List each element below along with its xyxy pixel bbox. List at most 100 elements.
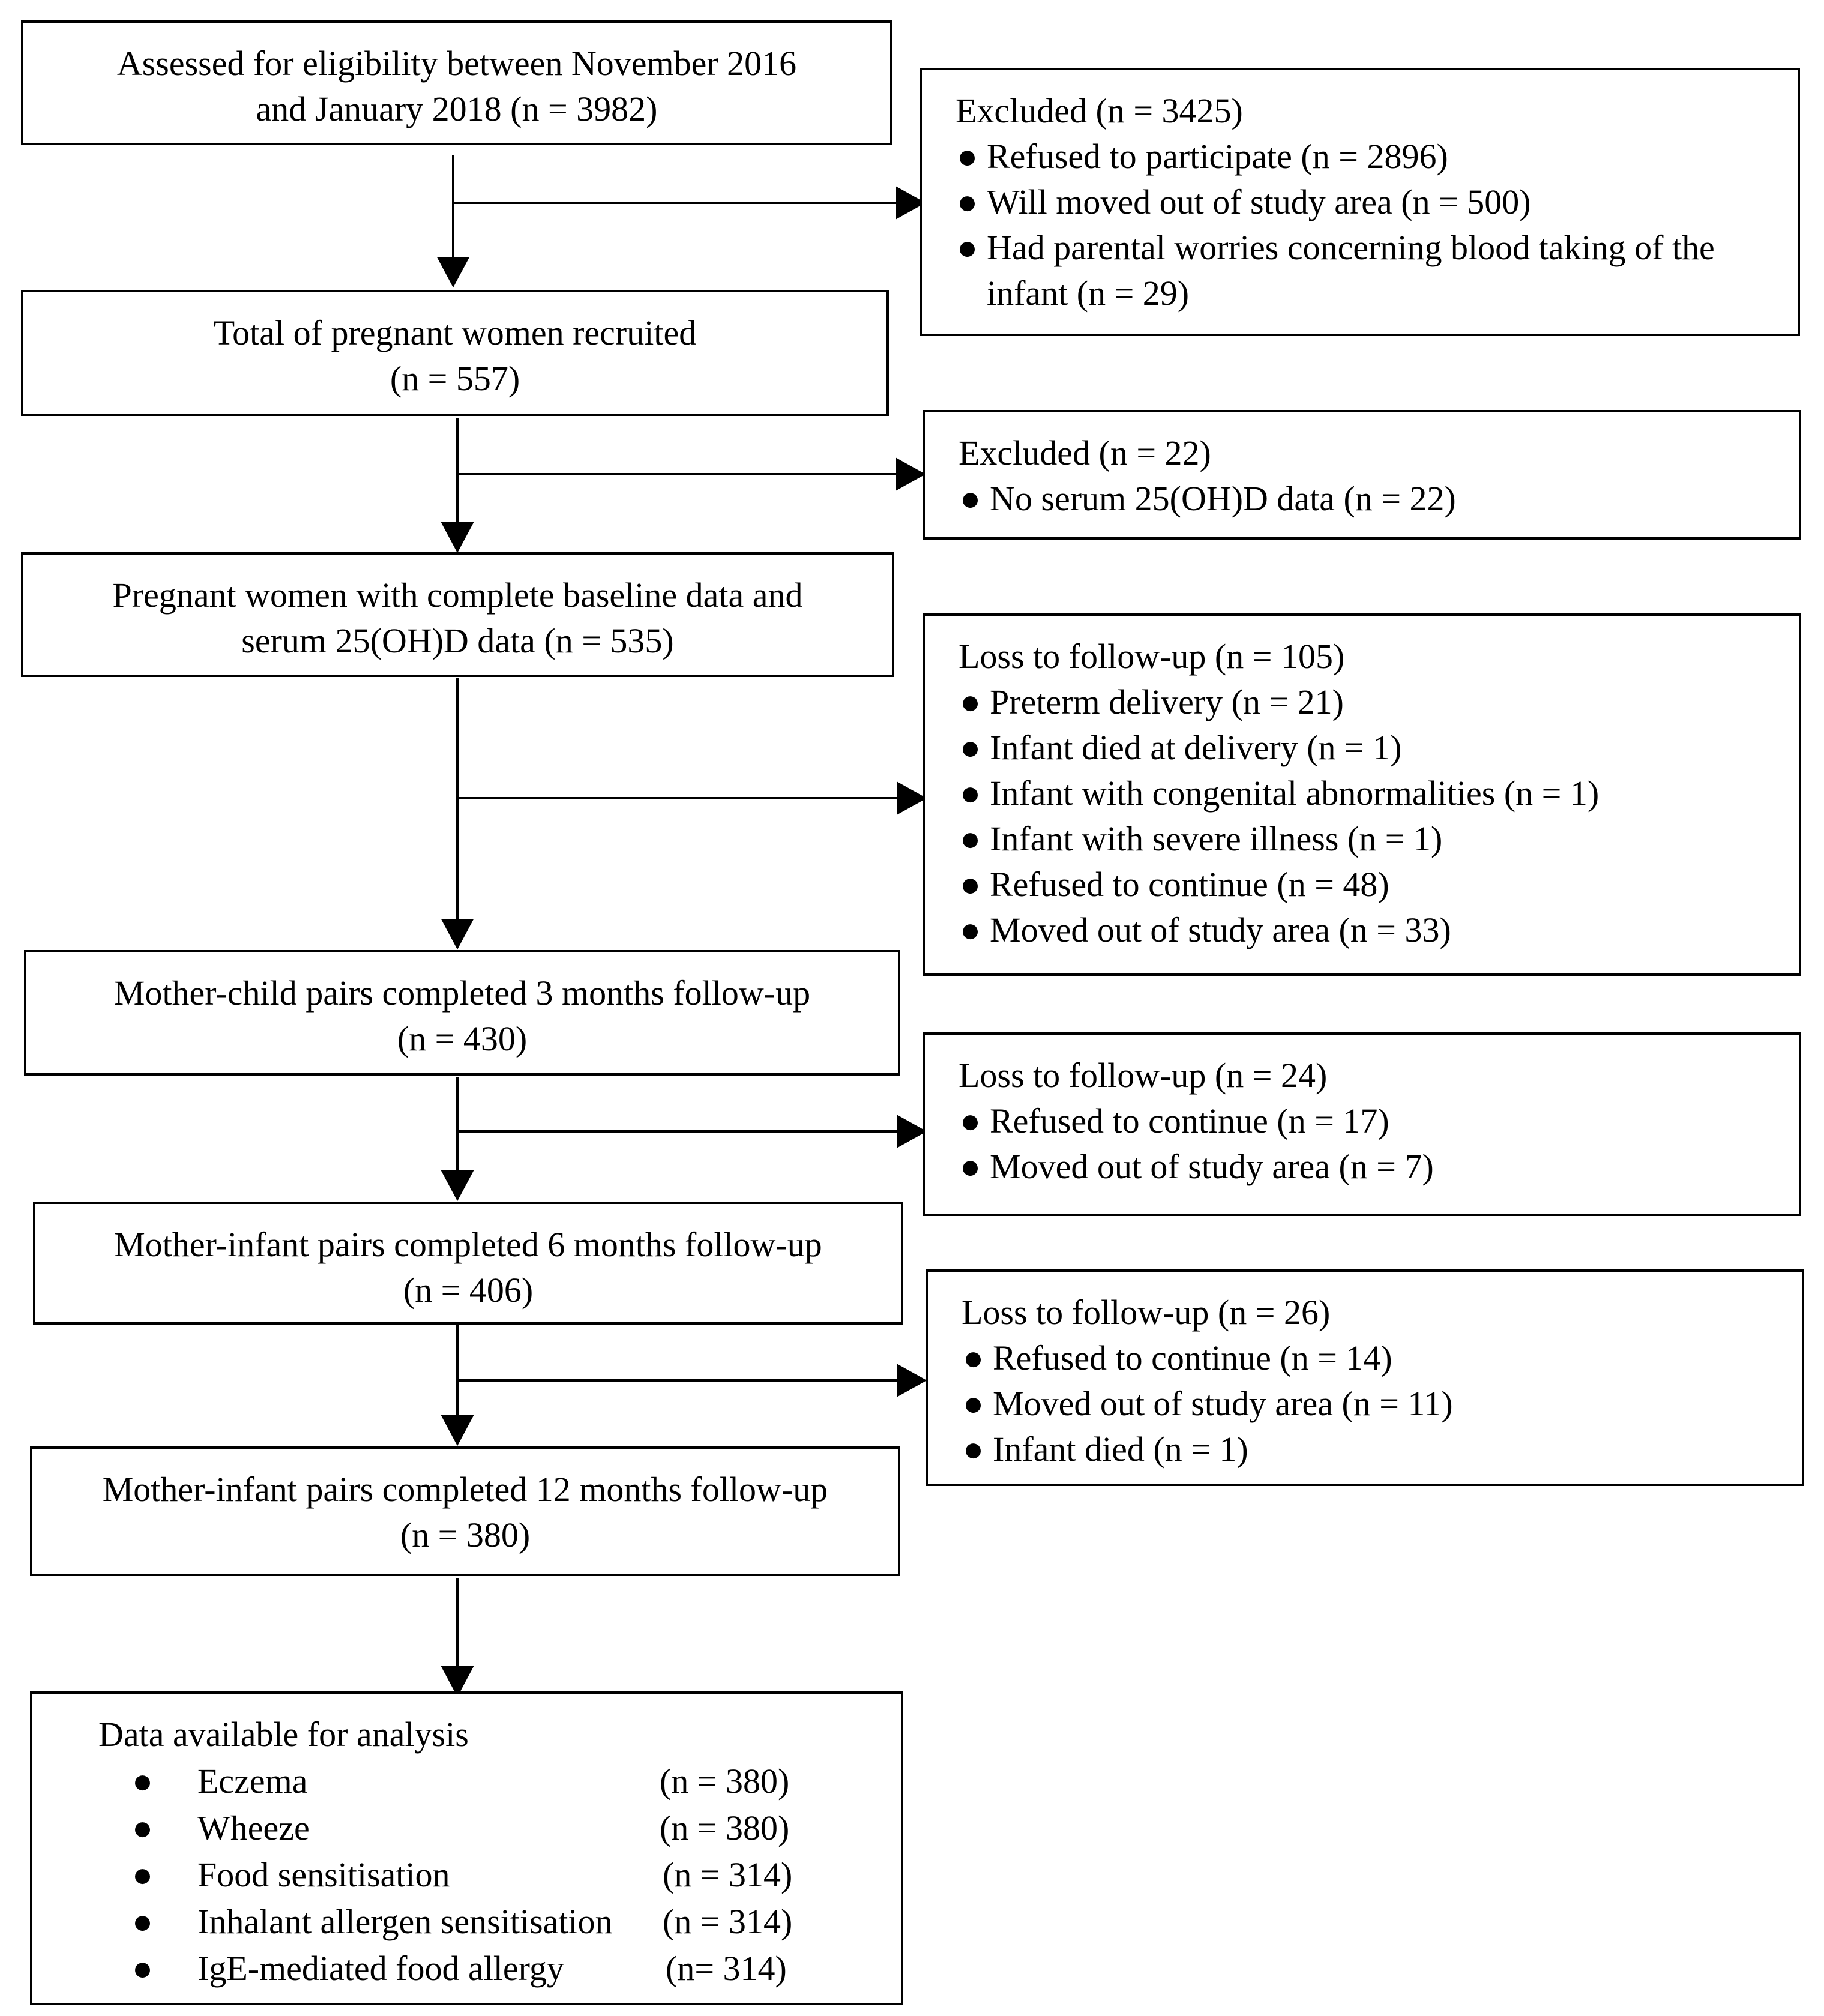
bullet-icon: ● [960,682,981,721]
arrowhead-right-3 [897,781,927,815]
analysis-item: ● Wheeze (n = 380) [98,1805,877,1852]
bullet-icon: ● [957,137,978,176]
bullet-icon: ● [960,1147,981,1186]
analysis-item-count: (n = 380) [660,1762,790,1801]
loss-item: ●Moved out of study area (n = 33) [959,907,1775,953]
analysis-item: ●IgE-mediated food allergy(n= 314) [98,1946,877,1993]
exclusion-item-text: Will moved out of study area (n = 500) [987,182,1531,221]
flow-box-line: Total of pregnant women recruited [213,313,697,352]
loss-item: ●Infant died (n = 1) [962,1427,1778,1472]
bullet-icon: ● [960,728,981,767]
flow-box-line: (n = 380) [400,1515,531,1554]
flow-box-line: Pregnant women with complete baseline da… [112,576,803,615]
arrowhead-down-1 [436,257,470,288]
flow-box-line: Mother-infant pairs completed 6 months f… [114,1225,822,1264]
flow-box-3-months: Mother-child pairs completed 3 months fo… [24,950,900,1076]
bullet-icon: ● [132,1808,154,1847]
analysis-item-count: (n= 314) [666,1949,787,1988]
arrowhead-right-1 [896,186,926,220]
flow-box-recruited: Total of pregnant women recruited (n = 5… [21,290,889,416]
exclusion-list: ●No serum 25(OH)D data (n = 22) [959,476,1775,522]
arrowhead-right-2 [896,457,926,491]
loss-item: ●Refused to continue (n = 14) [962,1335,1778,1381]
analysis-item-label: Wheeze [197,1808,310,1847]
arrowhead-down-5 [441,1415,474,1446]
bullet-icon: ● [963,1384,984,1423]
loss-item-text: Moved out of study area (n = 7) [990,1147,1434,1186]
loss-item-text: Refused to continue (n = 14) [993,1338,1392,1377]
analysis-item: ● Food sensitisation (n = 314) [98,1852,877,1899]
loss-item-text: Moved out of study area (n = 33) [990,910,1451,949]
flow-box-6-months: Mother-infant pairs completed 6 months f… [33,1202,903,1325]
analysis-item-count: (n = 314) [663,1855,793,1894]
analysis-box: Data available for analysis ●Eczema(n = … [30,1691,903,2005]
loss-list: ●Refused to continue (n = 14) ●Moved out… [962,1335,1778,1472]
loss-item-text: Infant with congenital abnormalities (n … [990,774,1600,813]
exclusion-heading: Excluded (n = 22) [959,433,1211,472]
flow-box-line: (n = 430) [397,1019,528,1058]
bullet-icon: ● [957,228,978,267]
exclusion-item: ●No serum 25(OH)D data (n = 22) [959,476,1775,522]
loss-box-6-months: Loss to follow-up (n = 26) ●Refused to c… [926,1269,1804,1486]
loss-item-text: Preterm delivery (n = 21) [990,682,1344,721]
flow-box-line: Assessed for eligibility between Novembe… [116,44,797,83]
loss-list: ●Refused to continue (n = 17) ●Moved out… [959,1098,1775,1190]
flow-box-12-months: Mother-infant pairs completed 12 months … [30,1446,900,1576]
analysis-item-count: (n = 314) [663,1902,793,1941]
bullet-icon: ● [132,1855,154,1894]
analysis-list: ● Eczema (n = 380) ● Wheeze (n = 380) ● Food … [98,1759,877,1993]
exclusion-item: ●Will moved out of study area (n = 500) [956,179,1774,225]
loss-list: ●Preterm delivery (n = 21) ●Infant died … [959,679,1775,953]
flow-box-assessed: Assessed for eligibility between Novembe… [21,20,892,145]
analysis-item-count: (n = 380) [660,1808,790,1847]
bullet-icon: ● [957,182,978,221]
arrowhead-right-4 [897,1115,927,1148]
loss-heading: Loss to follow-up (n = 24) [959,1056,1328,1095]
bullet-icon: ● [960,865,981,904]
bullet-icon: ● [963,1338,984,1377]
loss-item-text: Refused to continue (n = 17) [990,1101,1389,1140]
bullet-icon: ● [963,1430,984,1469]
analysis-item-label: Inhalant allergen sensitisation [197,1902,613,1941]
flow-box-line: (n = 406) [403,1271,534,1310]
loss-heading: Loss to follow-up (n = 26) [962,1293,1331,1332]
analysis-item: ● Inhalant allergen sensitisation (n = 314… [98,1899,877,1946]
flow-box-line: and January 2018 (n = 3982) [256,89,658,128]
flow-box-line: serum 25(OH)D data (n = 535) [241,621,674,660]
loss-item: ●Moved out of study area (n = 7) [959,1144,1775,1190]
bullet-icon: ● [132,1902,154,1941]
flow-box-baseline: Pregnant women with complete baseline da… [21,552,894,677]
loss-item-text: Refused to continue (n = 48) [990,865,1389,904]
loss-item: ●Infant with congenital abnormalities (n… [959,771,1775,816]
loss-item: ●Refused to continue (n = 48) [959,862,1775,907]
arrowhead-right-5 [897,1364,927,1397]
loss-item: ●Infant died at delivery (n = 1) [959,725,1775,771]
arrowhead-down-6 [441,1666,474,1697]
arrowhead-down-4 [441,1170,474,1202]
loss-item: ●Moved out of study area (n = 11) [962,1381,1778,1427]
flow-box-line: Mother-child pairs completed 3 months fo… [113,973,811,1013]
analysis-item-label: Eczema [197,1762,308,1801]
analysis-item-label: Food sensitisation [197,1855,450,1894]
loss-item-text: Infant died (n = 1) [993,1430,1248,1469]
flow-box-line: (n = 557) [390,359,520,398]
exclusion-box-eligibility: Excluded (n = 3425) ●Refused to particip… [920,68,1800,336]
loss-item: ●Infant with severe illness (n = 1) [959,816,1775,862]
flow-box-line: Mother-infant pairs completed 12 months … [102,1470,828,1509]
bullet-icon: ● [132,1762,154,1801]
exclusion-list: ●Refused to participate (n = 2896) ●Will… [956,134,1774,316]
exclusion-item: ●Had parental worries concerning blood t… [956,225,1774,316]
analysis-item: ● Eczema (n = 380) [98,1759,877,1805]
exclusion-item-text: Had parental worries concerning blood ta… [987,228,1715,313]
bullet-icon: ● [960,1101,981,1140]
loss-box-3-months: Loss to follow-up (n = 24) ●Refused to c… [923,1032,1801,1216]
loss-item-text: Infant died at delivery (n = 1) [990,728,1402,767]
loss-item: ●Preterm delivery (n = 21) [959,679,1775,725]
arrowhead-down-3 [441,919,474,950]
loss-item: ●Refused to continue (n = 17) [959,1098,1775,1144]
loss-item-text: Moved out of study area (n = 11) [993,1384,1453,1423]
loss-item-text: Infant with severe illness (n = 1) [990,819,1443,858]
bullet-icon: ● [960,479,981,518]
arrowhead-down-2 [441,522,474,553]
